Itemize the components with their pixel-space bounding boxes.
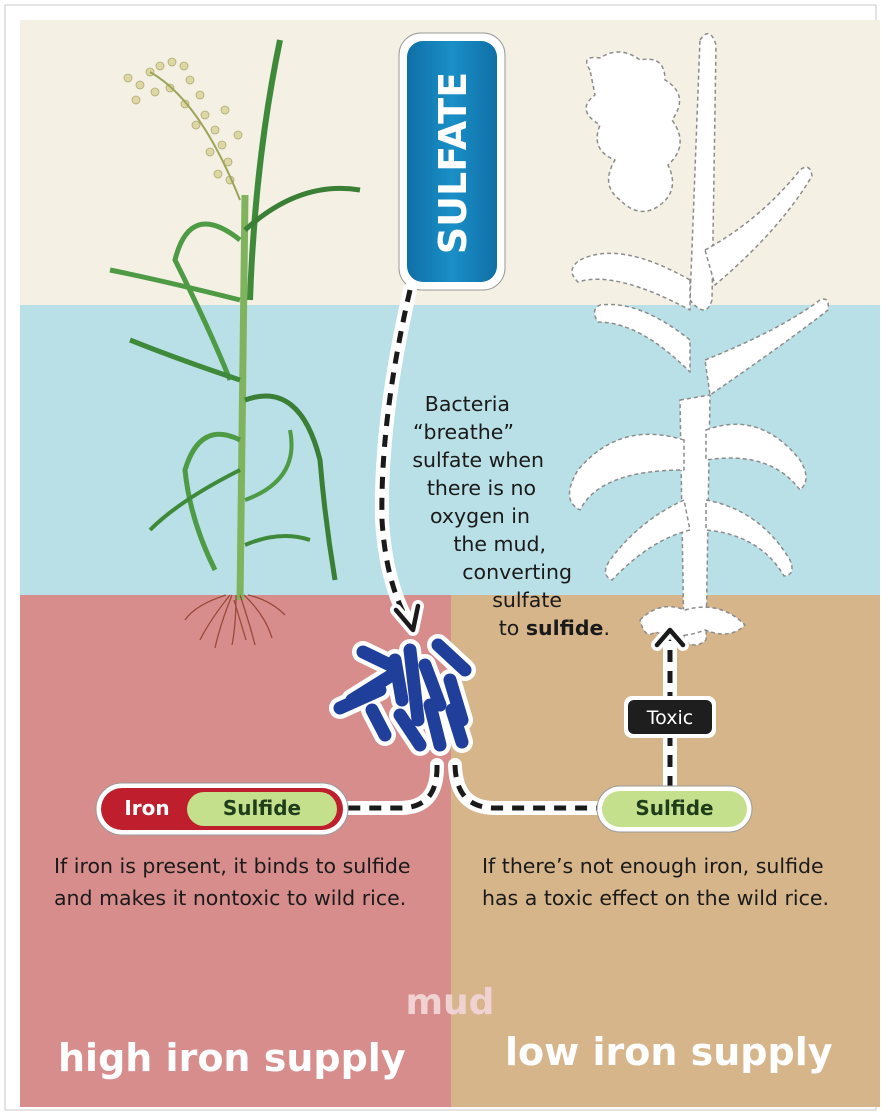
mud-label: mud xyxy=(400,982,500,1023)
explain-to: to xyxy=(499,616,526,640)
high-iron-caption: If iron is present, it binds to sulfide … xyxy=(54,850,414,914)
sulfide-label-right: Sulfide xyxy=(602,796,747,820)
explain-line-8: sulfate xyxy=(380,586,562,614)
explain-line-6: the mud, xyxy=(380,530,546,558)
explain-period: . xyxy=(603,616,610,640)
explain-line-3: sulfate when xyxy=(380,446,544,474)
explain-line-1: Bacteria xyxy=(380,390,510,418)
toxic-label: Toxic xyxy=(646,707,693,729)
explain-line-7: converting xyxy=(380,558,572,586)
sulfide-label-left: Sulfide xyxy=(187,796,337,820)
iron-label: Iron xyxy=(108,796,186,820)
explain-sulfide-bold: sulfide xyxy=(526,616,604,640)
explain-line-9: to sulfide. xyxy=(380,614,610,642)
bacteria-explanation: Bacteria “breathe” sulfate when there is… xyxy=(380,390,610,642)
toxic-box: Toxic xyxy=(624,696,716,738)
explain-line-2: “breathe” xyxy=(380,418,514,446)
sulfate-label: SULFATE xyxy=(431,72,475,254)
explain-line-4: there is no xyxy=(380,474,536,502)
low-iron-supply-label: low iron supply xyxy=(505,1030,833,1074)
high-iron-supply-label: high iron supply xyxy=(58,1036,406,1080)
explain-line-5: oxygen in xyxy=(380,502,530,530)
sulfate-box: SULFATE xyxy=(399,33,505,290)
low-iron-caption: If there’s not enough iron, sulfide has … xyxy=(482,850,862,914)
